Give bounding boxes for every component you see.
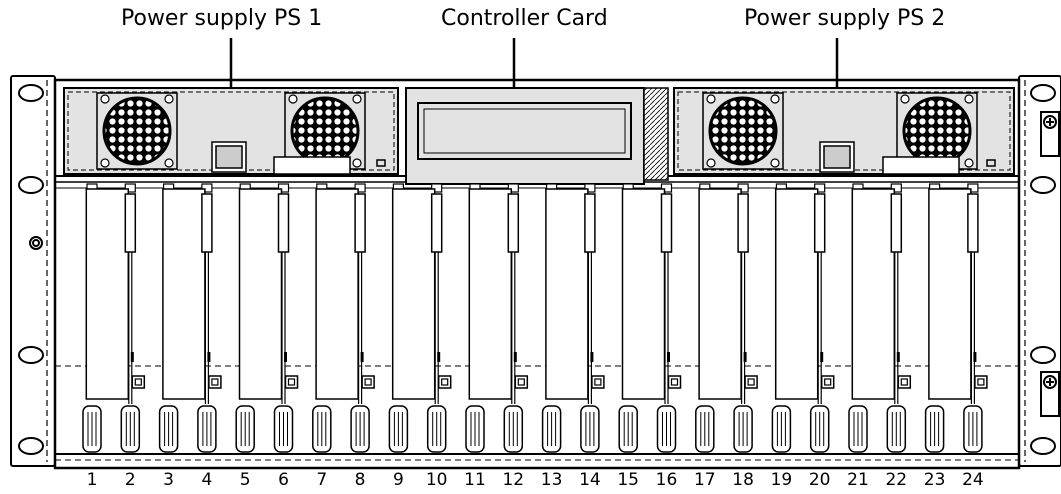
slot-number-23: 23 (923, 470, 946, 490)
slot-number-8: 8 (354, 470, 366, 490)
slot-22 (851, 183, 912, 453)
fan-ps2-left (702, 92, 784, 170)
slot-number-13: 13 (540, 470, 563, 490)
slot-18 (698, 183, 758, 453)
slot-number-5: 5 (239, 470, 251, 490)
slot-9 (388, 183, 409, 453)
slot-number-2: 2 (124, 470, 136, 490)
slot-3 (158, 183, 179, 453)
slot-number-17: 17 (693, 470, 716, 490)
label-power-supply-2: Power supply PS 2 (744, 6, 946, 31)
controller-latch (643, 87, 669, 181)
slot-10 (391, 183, 452, 453)
slot-13 (541, 183, 562, 453)
ps1-led (376, 159, 386, 167)
slot-15 (618, 183, 638, 453)
handle-ps2 (819, 141, 855, 173)
slot-number-18: 18 (732, 470, 754, 490)
controller-card (405, 87, 645, 185)
slot-number-21: 21 (847, 470, 869, 490)
slot-20 (774, 183, 835, 453)
card-cage (82, 183, 988, 453)
slot-number-15: 15 (617, 470, 639, 490)
handle-ps1 (211, 141, 247, 173)
slot-6 (238, 183, 299, 453)
slot-number-4: 4 (201, 470, 213, 490)
slot-4 (162, 183, 222, 453)
slot-14 (545, 183, 605, 453)
fan-ps1-left (96, 92, 178, 170)
ps2-connector (882, 156, 960, 175)
label-controller-card: Controller Card (441, 6, 608, 31)
slot-17 (695, 183, 715, 453)
slot-number-22: 22 (885, 470, 908, 490)
slot-number-10: 10 (425, 470, 448, 490)
slot-7 (312, 183, 332, 453)
slot-5 (235, 183, 255, 453)
slot-number-24: 24 (962, 470, 984, 490)
ps2-led (986, 159, 996, 167)
slot-19 (771, 183, 792, 453)
slot-number-9: 9 (392, 470, 404, 490)
slot-1 (82, 183, 102, 453)
slot-12 (468, 183, 529, 453)
slot-number-11: 11 (464, 470, 486, 490)
slot-21 (848, 183, 868, 453)
slot-8 (315, 183, 375, 453)
slot-23 (924, 183, 945, 453)
slot-16 (621, 183, 682, 453)
slot-number-14: 14 (579, 470, 601, 490)
slot-number-19: 19 (770, 470, 793, 490)
label-power-supply-1: Power supply PS 1 (121, 6, 323, 31)
slot-number-16: 16 (655, 470, 678, 490)
ps1-connector (273, 156, 351, 175)
slot-2 (85, 183, 146, 453)
slot-number-12: 12 (502, 470, 525, 490)
chassis-frame (53, 78, 1021, 470)
slot-number-1: 1 (86, 470, 98, 490)
slot-number-7: 7 (316, 470, 328, 490)
slot-number-3: 3 (163, 470, 174, 490)
slot-number-6: 6 (278, 470, 289, 490)
rack-ear-right (1018, 75, 1061, 467)
slot-number-20: 20 (808, 470, 831, 490)
rack-ear-left (10, 75, 56, 467)
slot-24 (928, 183, 988, 453)
